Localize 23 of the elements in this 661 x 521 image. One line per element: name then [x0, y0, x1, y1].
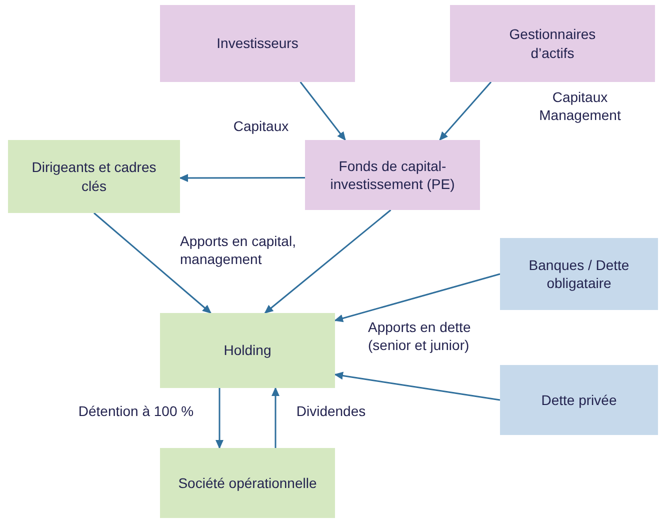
arrow: [216, 388, 224, 449]
edge-label: Détention à 100 %: [77, 402, 195, 420]
edge-label: Dividendes: [295, 402, 367, 420]
process-box: Société opérationnelle: [160, 448, 335, 518]
arrow: [264, 209, 392, 314]
process-box: Holding: [160, 313, 335, 388]
annotation-label: Apports en capital, management: [180, 232, 297, 268]
process-box: Banques / Dette obligataire: [500, 238, 658, 310]
edge-label: Capitaux Management: [538, 88, 622, 124]
process-box: Dirigeants et cadres clés: [8, 140, 180, 213]
arrow: [272, 387, 280, 448]
arrow: [179, 174, 305, 182]
arrow: [300, 82, 346, 141]
process-box: Dette privée: [500, 365, 658, 435]
arrow: [334, 273, 500, 322]
arrow: [94, 212, 212, 314]
process-box: Gestionnaires d’actifs: [450, 5, 655, 82]
process-box: Fonds de capital-investissement (PE): [305, 140, 480, 210]
arrow: [439, 82, 492, 141]
process-box: Investisseurs: [160, 5, 355, 82]
edge-label: Capitaux: [232, 117, 290, 136]
arrow: [334, 372, 500, 401]
annotation-label: Apports en dette (senior et junior): [368, 318, 472, 354]
